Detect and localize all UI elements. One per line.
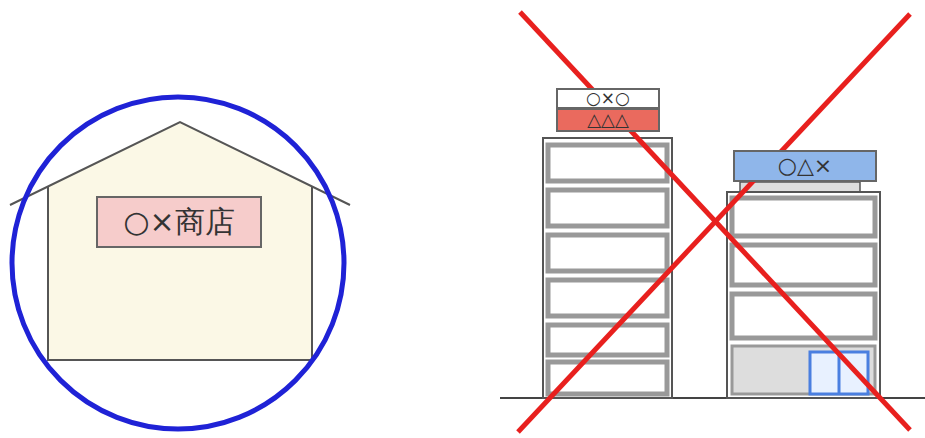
house-gable	[48, 122, 312, 186]
house-wall	[48, 186, 312, 360]
roof-sign: ○×○	[556, 88, 660, 109]
sign-text: ○×商店	[123, 207, 234, 237]
house-roof	[10, 122, 350, 205]
ng-cross	[518, 12, 910, 432]
shop-sign: ○×商店	[96, 196, 262, 248]
roof-sign: △△△	[556, 108, 660, 132]
house-outline	[48, 186, 312, 360]
sign-text: ○△×	[778, 155, 833, 177]
ok-circle	[12, 97, 344, 429]
sign-text: ○×○	[586, 90, 630, 107]
building-b	[727, 182, 880, 398]
building-a	[543, 138, 672, 398]
roof-sign: ○△×	[733, 150, 877, 182]
sign-text: △△△	[587, 111, 629, 129]
